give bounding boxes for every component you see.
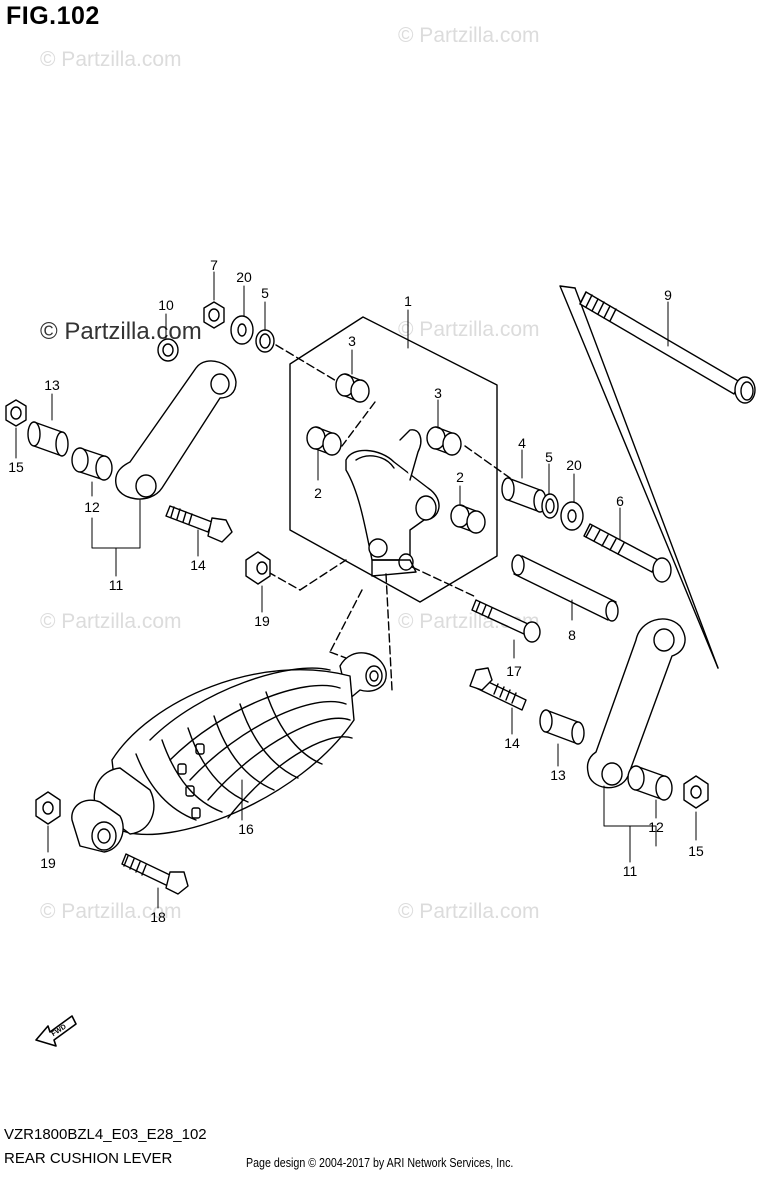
part-12-bearing-right [627, 765, 673, 801]
callout-14: 14 [190, 557, 206, 573]
part-6-bolt [583, 523, 672, 583]
callout-11: 11 [109, 577, 124, 593]
callout-labels: 1 2 2 3 3 4 5 5 6 7 8 9 10 11 11 12 12 1… [8, 257, 704, 925]
callout-15: 15 [8, 459, 24, 475]
part-19-nut-lower [35, 791, 61, 825]
callout-16: 16 [238, 821, 254, 837]
callout-14: 14 [504, 735, 520, 751]
watermark: © Partzilla.com [40, 900, 182, 923]
part-14-bolt-left [165, 505, 233, 543]
callout-17: 17 [506, 663, 522, 679]
part-13-collar-right [539, 709, 585, 745]
watermark: © Partzilla.com [398, 318, 540, 341]
callout-20: 20 [236, 269, 252, 285]
callout-5: 5 [261, 285, 269, 301]
part-5-spacer-right [541, 493, 559, 519]
diagram-code: VZR1800BZL4_E03_E28_102 [4, 1126, 207, 1143]
callout-5: 5 [545, 449, 553, 465]
callout-19: 19 [40, 855, 56, 871]
part-20-washer-left [230, 315, 254, 345]
part-10-nut [157, 338, 179, 362]
diagram-name: REAR CUSHION LEVER [4, 1150, 173, 1167]
callout-13: 13 [44, 377, 60, 393]
part-7-nut [203, 301, 225, 329]
callout-13: 13 [550, 767, 566, 783]
assembly-guide-lines [267, 344, 511, 691]
callout-9: 9 [664, 287, 672, 303]
part-8-shaft [511, 554, 619, 622]
callout-12: 12 [84, 499, 100, 515]
part-15-nut-left [5, 399, 27, 427]
part-20-washer-right [560, 501, 584, 531]
part-11-rod-left [115, 360, 237, 500]
watermark: © Partzilla.com [398, 24, 540, 47]
callout-3: 3 [348, 333, 356, 349]
part-13-collar-left [27, 421, 69, 457]
part-19-nut-upper [245, 551, 271, 585]
part-3-bearing-right [426, 426, 462, 456]
callout-4: 4 [518, 435, 526, 451]
part-14-bolt-right [469, 667, 527, 711]
callout-6: 6 [616, 493, 624, 509]
watermark: © Partzilla.com [398, 900, 540, 923]
part-4-collar [501, 477, 547, 513]
callout-1: 1 [404, 293, 412, 309]
callout-2: 2 [314, 485, 322, 501]
watermark: © Partzilla.com [40, 48, 182, 71]
part-9-long-bolt [579, 291, 756, 404]
part-5-spacer-left [255, 329, 275, 353]
watermark: © Partzilla.com [40, 610, 182, 633]
part-16-rear-shock [71, 652, 387, 853]
part-17-bolt [471, 599, 541, 643]
part-2-bearing-left [306, 426, 342, 456]
part-12-bearing-left [71, 447, 113, 481]
figure-title: FIG.102 [6, 2, 100, 30]
part-3-bearing-upper [335, 373, 370, 403]
callout-11: 11 [623, 863, 638, 879]
assembly-outline-1 [289, 316, 498, 603]
page-credit: Page design © 2004-2017 by ARI Network S… [246, 1155, 514, 1170]
callout-3: 3 [434, 385, 442, 401]
part-11-rod-right [586, 618, 686, 789]
callout-7: 7 [210, 257, 218, 273]
leader-lines [15, 271, 697, 909]
callout-8: 8 [568, 627, 576, 643]
callout-10: 10 [158, 297, 174, 313]
callout-19: 19 [254, 613, 270, 629]
forward-arrow-icon: FWD [35, 1015, 77, 1047]
part-1-cushion-lever [345, 429, 440, 577]
watermark-strong: © Partzilla.com [40, 318, 202, 345]
part-2-bearing-lower [450, 504, 486, 534]
callout-15: 15 [688, 843, 704, 859]
shock-vent-holes [177, 743, 205, 819]
part-18-bolt [121, 853, 189, 895]
part-15-nut-right [683, 775, 709, 809]
callout-18: 18 [150, 909, 166, 925]
callout-2: 2 [456, 469, 464, 485]
callout-20: 20 [566, 457, 582, 473]
callout-12: 12 [648, 819, 664, 835]
wedge-outline-9 [559, 285, 719, 669]
